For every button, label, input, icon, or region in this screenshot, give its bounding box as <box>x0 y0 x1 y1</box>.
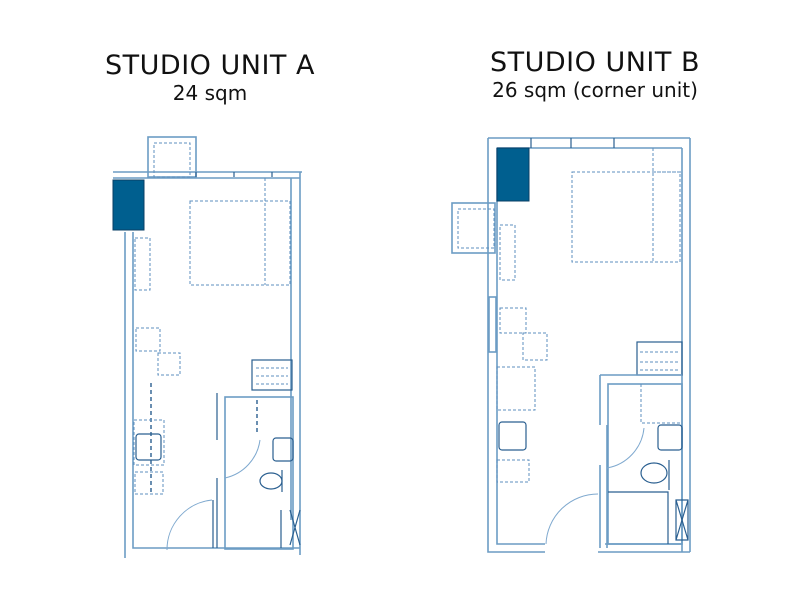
unit-a-toilet <box>259 472 283 490</box>
unit-b-toilet <box>640 462 668 484</box>
unit-b-cooktop <box>496 459 530 483</box>
unit-b-chair <box>499 307 527 334</box>
unit-b-heading: STUDIO UNIT B 26 sqm (corner unit) <box>470 47 720 102</box>
unit-a-shelf <box>251 359 293 391</box>
unit-a-structural-column <box>112 179 145 231</box>
unit-b-cabinet <box>496 366 536 411</box>
unit-b-structural-column <box>496 147 530 202</box>
unit-b-floor-plan <box>451 137 691 553</box>
unit-a-floor-plan <box>112 136 302 558</box>
unit-b-balcony <box>451 202 496 254</box>
unit-b-title: STUDIO UNIT B <box>489 47 700 78</box>
unit-b-bed <box>571 171 681 263</box>
unit-a-table <box>157 352 181 376</box>
unit-a-sink <box>135 433 162 461</box>
unit-a-kitchen-counter <box>133 419 165 466</box>
unit-b-wardrobe <box>499 224 516 281</box>
unit-b-area: 26 sqm (corner unit) <box>492 78 698 102</box>
unit-b-entry-door-swing <box>545 493 599 545</box>
unit-a-chair <box>135 327 161 352</box>
unit-b-sink <box>498 421 527 451</box>
unit-b-table <box>522 332 548 361</box>
unit-a-area: 24 sqm <box>172 81 248 105</box>
unit-b-bathroom-door-swing <box>606 427 645 469</box>
unit-a-wardrobe <box>134 237 151 291</box>
unit-a-cooktop <box>134 471 164 495</box>
unit-b-side-window <box>488 296 497 353</box>
unit-a-bed <box>189 200 291 286</box>
unit-a-title: STUDIO UNIT A <box>105 50 315 81</box>
unit-a-basin <box>272 437 294 462</box>
unit-a-bathroom <box>224 396 294 550</box>
unit-b-basin <box>657 424 683 451</box>
unit-a-bathroom-door-swing <box>224 439 261 479</box>
unit-a-entry-door-swing <box>166 499 213 551</box>
unit-b-bathroom <box>607 383 683 545</box>
unit-a-heading: STUDIO UNIT A 24 sqm <box>100 50 320 105</box>
